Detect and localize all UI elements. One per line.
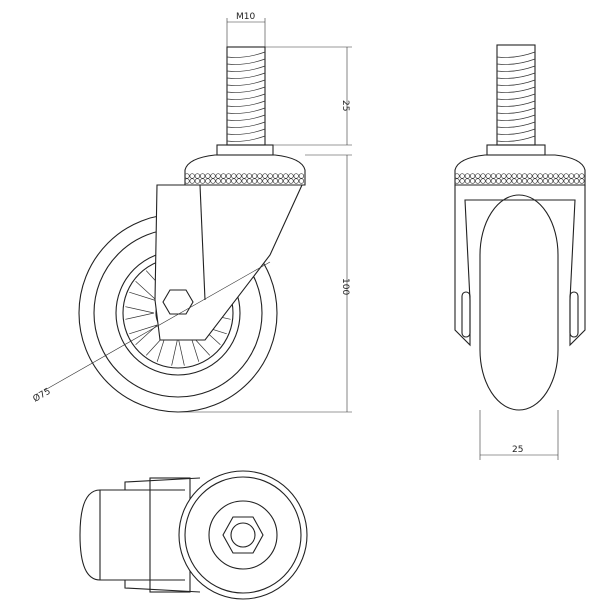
mount-plate bbox=[184, 154, 306, 186]
overall-height-label: 100 bbox=[340, 278, 350, 295]
fork-side bbox=[454, 185, 586, 347]
ball-bearing-row bbox=[454, 173, 585, 184]
axle-hex-nut bbox=[162, 289, 194, 315]
threaded-stud bbox=[226, 46, 266, 146]
dimension-thread: M10 bbox=[226, 12, 266, 47]
wheel-side bbox=[479, 194, 559, 411]
wheel-width-label: 25 bbox=[512, 445, 523, 455]
thread-lines bbox=[496, 51, 536, 142]
mount-plate-side bbox=[454, 154, 586, 186]
wheel-diameter-label: Ø75 bbox=[31, 386, 53, 405]
dimension-stud-length: 25 bbox=[265, 46, 352, 146]
dimension-wheel-width: 25 bbox=[479, 410, 559, 460]
front-view: M10 25 100 Ø75 bbox=[31, 12, 352, 413]
thread-lines bbox=[226, 51, 266, 142]
stud-length-label: 25 bbox=[340, 100, 350, 111]
dimension-overall-height: 100 bbox=[178, 154, 352, 413]
threaded-stud-side bbox=[496, 44, 536, 146]
hex-nut-bottom bbox=[222, 516, 264, 554]
wheel-bottom bbox=[79, 489, 185, 581]
bottom-view bbox=[79, 470, 308, 600]
side-view: 25 bbox=[454, 44, 586, 460]
fork-front bbox=[154, 184, 303, 341]
mount-plate-bottom bbox=[178, 470, 308, 600]
thread-label: M10 bbox=[236, 12, 255, 22]
stud-washer bbox=[216, 144, 274, 156]
ball-bearing-row bbox=[184, 173, 305, 184]
